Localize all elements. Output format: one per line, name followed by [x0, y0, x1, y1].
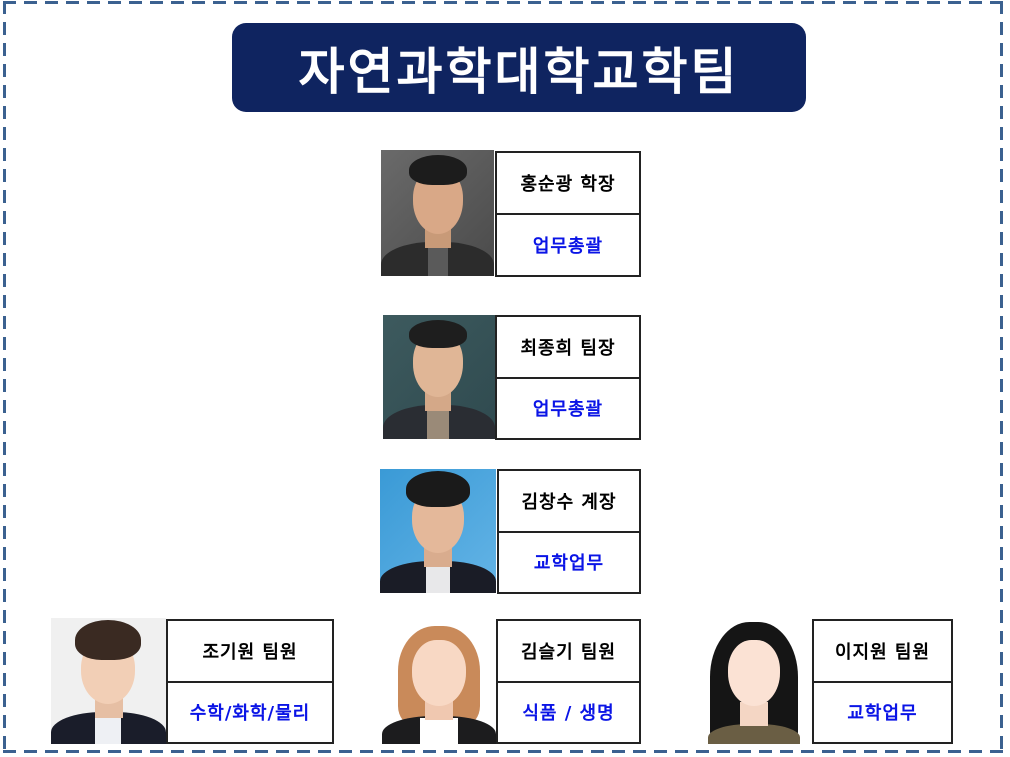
member-name: 최종희 팀장 [497, 317, 639, 379]
member-role: 교학업무 [533, 553, 605, 575]
member-card-lee: 이지원 팀원 교학업무 [812, 619, 953, 744]
member-photo-kim-cs [380, 469, 496, 593]
member-role: 교학업무 [847, 703, 918, 725]
member-card-jo: 조기원 팀원 수학/화학/물리 [166, 619, 334, 744]
member-name: 조기원 팀원 [168, 621, 332, 683]
member-role: 업무총괄 [532, 399, 604, 421]
member-card-choi: 최종희 팀장 업무총괄 [495, 315, 641, 440]
member-name: 홍순광 학장 [497, 153, 639, 215]
member-name: 김슬기 팀원 [498, 621, 639, 683]
member-name: 이지원 팀원 [814, 621, 951, 683]
member-photo-choi [383, 315, 495, 439]
member-photo-lee [696, 618, 812, 744]
member-role: 업무총괄 [532, 236, 604, 257]
page-title: 자연과학대학교학팀 [232, 23, 806, 112]
member-photo-jo [51, 618, 166, 744]
member-card-hong: 홍순광 학장 업무총괄 [495, 151, 641, 277]
member-photo-hong [381, 150, 494, 276]
member-role: 식품 / 생명 [522, 703, 615, 725]
member-role: 수학/화학/물리 [189, 703, 311, 725]
member-name: 김창수 계장 [499, 471, 639, 533]
member-photo-kim-sg [382, 618, 496, 744]
member-card-kim-sg: 김슬기 팀원 식품 / 생명 [496, 619, 641, 744]
member-card-kim-cs: 김창수 계장 교학업무 [497, 469, 641, 594]
